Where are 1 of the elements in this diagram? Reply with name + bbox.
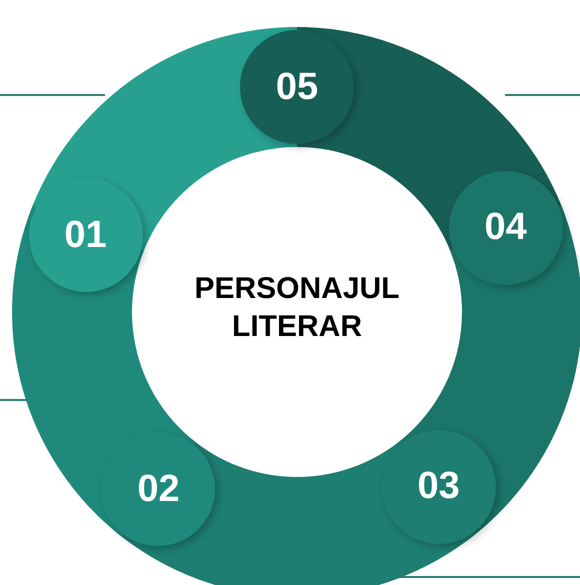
center-title: PERSONAJUL LITERAR [167, 270, 427, 345]
